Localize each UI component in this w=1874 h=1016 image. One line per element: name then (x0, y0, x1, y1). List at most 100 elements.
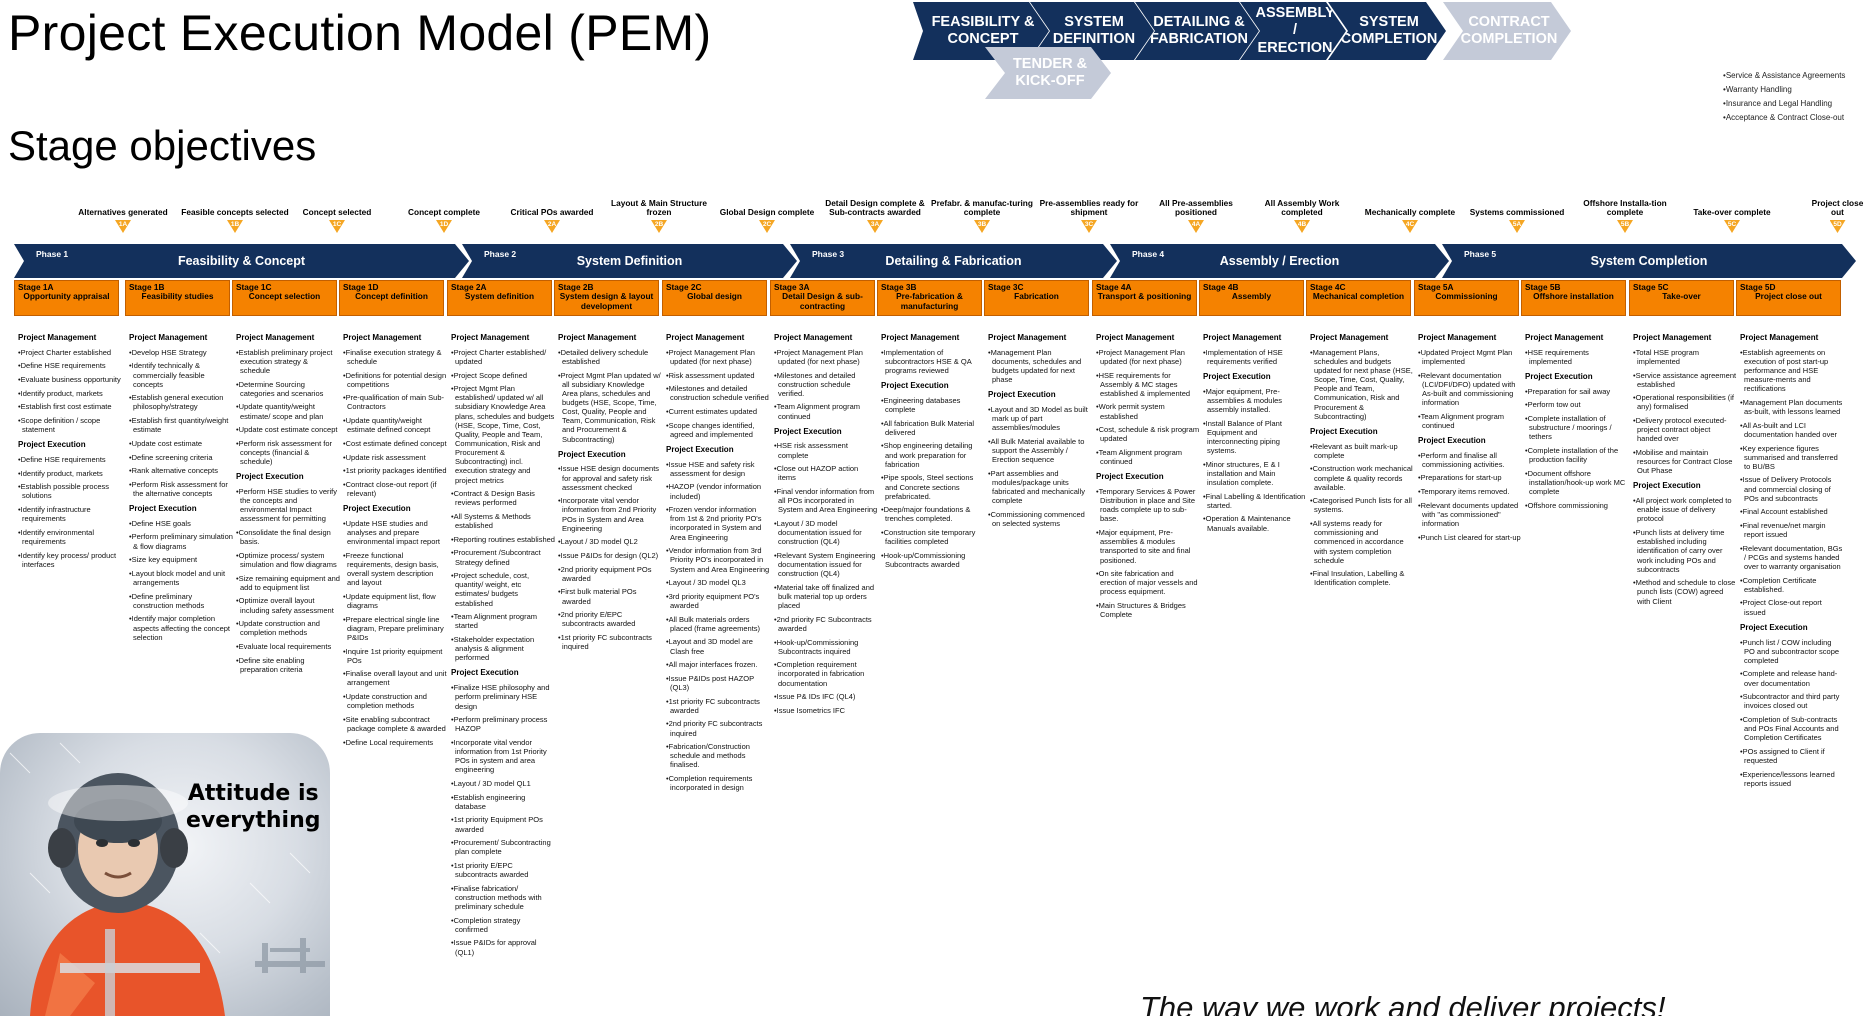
milestone-code: 2B (654, 221, 664, 228)
objective-item: Perform preliminary process HAZOP (451, 715, 555, 733)
milestone-code: 1A (118, 221, 128, 228)
chevron-feasibility-concept: FEASIBILITY & CONCEPT (913, 2, 1049, 60)
objective-item: Frozen vendor information from 1st & 2nd… (666, 505, 770, 542)
objective-item: POs assigned to Client if requested (1740, 747, 1844, 765)
objective-item: All major interfaces frozen. (666, 660, 770, 669)
stage-name: Commissioning (1435, 291, 1498, 302)
objective-item: Identify product, markets (18, 389, 122, 398)
objective-item: Completion Certificate established. (1740, 576, 1844, 594)
milestone-code: 2C (762, 221, 772, 228)
stage-column-5d: Project ManagementEstablish agreements o… (1740, 333, 1844, 792)
milestone-code: 1D (439, 221, 449, 228)
chevron-label: FEASIBILITY & CONCEPT (931, 13, 1035, 47)
objective-item: Categorised Punch lists for all systems. (1310, 496, 1414, 514)
milestone-label: Global Design complete (719, 207, 815, 218)
objective-item: Optimize process/ system simulation and … (236, 551, 340, 569)
chevron-system-definition: SYSTEM DEFINITION (1030, 2, 1154, 60)
stage-code: Stage 4C (1310, 282, 1346, 292)
section-heading: Project Execution (129, 504, 197, 514)
objective-item: Layout / 3D model QL3 (666, 578, 770, 587)
milestone-marker: 5B (1617, 220, 1633, 233)
objective-item: Final Labelling & Identification started… (1203, 492, 1307, 510)
objective-item: Determine Sourcing categories and scenar… (236, 380, 340, 398)
objective-item: Update cost estimate (129, 439, 233, 448)
milestone-label: All Assembly Work completed (1264, 197, 1340, 218)
objective-item: Rank alternative concepts (129, 466, 233, 475)
objective-item: Commissioning commenced on selected syst… (988, 510, 1092, 528)
objective-item: Updated Project Mgmt Plan implemented (1418, 348, 1522, 366)
section-heading: Project Execution (18, 440, 86, 450)
objective-item: Implementation of HSE requirements verif… (1203, 348, 1307, 366)
milestone-2c: Global Design complete 2C (712, 196, 822, 233)
chevron-detailing-fabrication: DETAILING & FABRICATION (1135, 2, 1259, 60)
objective-item: Relevant System Engineering documentatio… (774, 551, 878, 578)
objective-item: Layout / 3D model QL2 (558, 537, 662, 546)
milestone-marker: 3A (867, 220, 883, 233)
objective-item: Main Structures & Bridges Complete (1096, 601, 1200, 619)
section-heading: Project Execution (343, 504, 411, 514)
objective-item: Mobilise and maintain resources for Cont… (1633, 448, 1737, 475)
objective-item: 2nd priority FC subcontracts inquired (666, 719, 770, 737)
milestone-label: Critical POs awarded (510, 207, 594, 218)
objective-item: Update risk assessment (343, 453, 447, 462)
objective-item: Update construction and completion metho… (236, 619, 340, 637)
objective-item: First bulk material POs awarded (558, 587, 662, 605)
section-heading: Project Execution (1525, 372, 1593, 382)
objective-item: Current estimates updated (666, 407, 770, 416)
objective-item: Incorporate vital vendor information fro… (558, 496, 662, 533)
objective-item: Project schedule, cost, quantity/ weight… (451, 571, 555, 608)
contract-note: •Acceptance & Contract Close-out (1723, 111, 1845, 125)
contract-note: •Insurance and Legal Handling (1723, 97, 1845, 111)
phase-name: System Completion (1590, 254, 1708, 268)
milestone-marker: 1B (227, 220, 243, 233)
objective-item: Final revenue/net margin report issued (1740, 521, 1844, 539)
stage-column-3a: Project ManagementProject Management Pla… (774, 333, 878, 720)
objective-item: All As-built and LCI documentation hande… (1740, 421, 1844, 439)
stage-column-3c: Project ManagementManagement Plan docume… (988, 333, 1092, 533)
objective-item: Scope definition / scope statement (18, 416, 122, 434)
objective-item: Issue of Delivery Protocols and commerci… (1740, 475, 1844, 502)
section-heading: Project Management (1203, 333, 1282, 342)
section-heading: Project Management (1418, 333, 1497, 342)
bullet: • (1723, 85, 1726, 94)
objective-item: Preparations for start-up (1418, 473, 1522, 482)
objective-item: Completion of Sub-contracts and POs Fina… (1740, 715, 1844, 742)
chevron-label: SYSTEM DEFINITION (1052, 13, 1136, 47)
section-heading: Project Management (666, 333, 745, 342)
stage-column-4c: Project ManagementManagement Plans, sche… (1310, 333, 1414, 592)
objective-item: Perform and finalise all commissioning a… (1418, 451, 1522, 469)
objective-item: Team Alignment program started (451, 612, 555, 630)
stage-column-4b: Project ManagementImplementation of HSE … (1203, 333, 1307, 537)
objective-item: Minor structures, E & I installation and… (1203, 460, 1307, 487)
objective-item: Establish general execution philosophy/s… (129, 393, 233, 411)
milestone-label: Project close out (1811, 197, 1864, 218)
objective-item: Punch List cleared for start-up (1418, 533, 1522, 542)
objective-item: Relevant documents updated with "as comm… (1418, 501, 1522, 528)
objective-item: Contract close-out report (if relevant) (343, 480, 447, 498)
stage-name: Fabrication (1014, 291, 1059, 302)
contract-note: •Warranty Handling (1723, 83, 1845, 97)
objective-item: Project Charter established (18, 348, 122, 357)
objective-item: Update HSE studies and analyses and prep… (343, 519, 447, 546)
section-heading: Project Execution (774, 426, 842, 436)
objective-item: Update construction and completion metho… (343, 692, 447, 710)
milestone-marker: 5D (1829, 220, 1846, 233)
objective-item: Identify product, markets (18, 469, 122, 478)
section-heading: Project Execution (1418, 435, 1486, 445)
objective-item: 1st priority FC subcontracts inquired (558, 633, 662, 651)
objective-item: Define Local requirements (343, 738, 447, 747)
milestone-code: 5B (1620, 221, 1630, 228)
objective-item: Delivery protocol executed-project contr… (1633, 416, 1737, 443)
objective-item: Complete installation of substructure / … (1525, 414, 1629, 441)
objective-item: Define preliminary construction methods (129, 592, 233, 610)
objective-item: Layout / 3D model documentation issued f… (774, 519, 878, 546)
section-heading: Project Execution (1310, 426, 1378, 436)
